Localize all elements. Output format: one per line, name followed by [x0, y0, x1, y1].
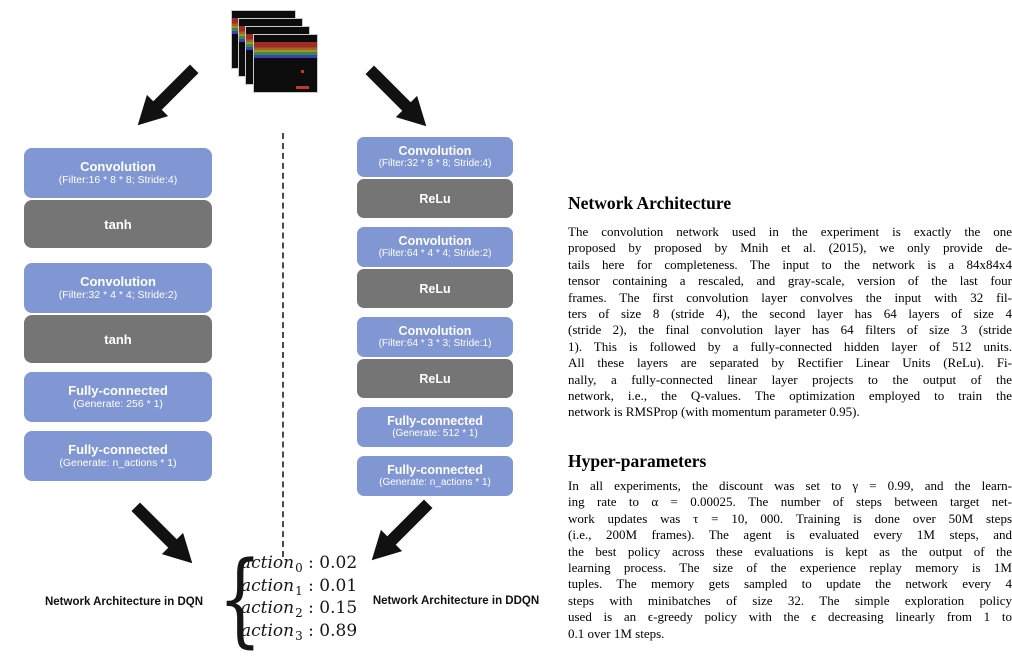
action-value: action1 : 0.01: [241, 576, 357, 599]
game-frame: [253, 34, 318, 93]
layer-title: Convolution: [80, 274, 156, 289]
layer-detail: (Generate: n_actions * 1): [59, 457, 177, 469]
ball-icon: [300, 70, 304, 74]
arrow-dqn-to-output-icon: [125, 496, 203, 574]
dqn-column: Convolution (Filter:16 * 8 * 8; Stride:4…: [24, 148, 212, 481]
network-layer: ReLu: [357, 359, 513, 398]
action-index: 2: [295, 606, 303, 620]
layer-title: tanh: [104, 331, 132, 347]
paragraph: The convolution network used in the expe…: [568, 224, 1012, 421]
network-layer: Convolution (Filter:16 * 8 * 8; Stride:4…: [24, 148, 212, 198]
action-value: action2 : 0.15: [241, 598, 357, 621]
paragraph-line: All these layers are separated by Rectif…: [568, 355, 1012, 371]
network-layer: Convolution (Filter:32 * 4 * 4; Stride:2…: [24, 263, 212, 313]
network-layer: Convolution (Filter:32 * 8 * 8; Stride:4…: [357, 137, 513, 177]
paragraph-line: steps with minibatches of size 32. The s…: [568, 592, 1012, 608]
paragraph-line: frames. The first convolution layer conv…: [568, 289, 1012, 305]
action-value: action3 : 0.89: [241, 621, 357, 644]
layer-detail: (Filter:32 * 4 * 4; Stride:2): [58, 289, 178, 301]
layer-detail: (Filter:64 * 4 * 4; Stride:2): [378, 248, 492, 259]
action-label: action: [241, 620, 295, 641]
paragraph-line: In all experiments, the discount was set…: [568, 477, 1012, 493]
paragraph-line: 0.1 over 1M steps.: [568, 625, 665, 641]
paddle-icon: [296, 86, 309, 89]
paragraph-line: ing rate to α = 0.00025. The number of s…: [568, 494, 1012, 510]
network-layer: ReLu: [357, 179, 513, 218]
paragraph-line: (i.e., 200M frames). The agent is evalua…: [568, 527, 1012, 543]
paragraph-line: tensor containing a rescaled, and gray-s…: [568, 273, 1012, 289]
section-heading: Network Architecture: [568, 193, 732, 213]
paragraph-line: network, i.e., the Q-values. The optimiz…: [568, 388, 1012, 404]
network-layer: Fully-connected (Generate: 512 * 1): [357, 407, 513, 447]
action-values-list: action0 : 0.02 action1 : 0.01 action2 : …: [241, 553, 357, 643]
arrow-input-to-ddqn-icon: [359, 59, 437, 137]
paragraph-line: 1). This is followed by a fully-connecte…: [568, 338, 1012, 354]
layer-detail: (Generate: n_actions * 1): [379, 477, 491, 488]
network-layer: tanh: [24, 315, 212, 363]
section-hyper-parameters: Hyper-parameters In all experiments, the…: [568, 451, 1012, 642]
action-index: 0: [295, 561, 303, 575]
action-value: action0 : 0.02: [241, 553, 357, 576]
ddqn-column: Convolution (Filter:32 * 8 * 8; Stride:4…: [357, 137, 513, 496]
paragraph-line: learning process. The size of the experi…: [568, 559, 1012, 575]
layer-title: Fully-connected: [387, 463, 483, 477]
action-q-value: : 0.15: [302, 598, 358, 618]
action-index: 3: [295, 628, 303, 643]
paragraph-line: proposed by proposed by Mnih et al. (201…: [568, 240, 1012, 256]
dqn-caption: Network Architecture in DQN: [44, 596, 204, 608]
paragraph-line: nally, a fully-connected linear layer pr…: [568, 371, 1012, 387]
paragraph: In all experiments, the discount was set…: [568, 478, 1012, 642]
layer-title: ReLu: [419, 371, 451, 386]
layer-title: Fully-connected: [68, 383, 168, 398]
article: Network Architecture The convolution net…: [568, 193, 1012, 642]
layer-title: tanh: [104, 216, 132, 232]
output-brace: {: [218, 539, 262, 659]
paragraph-line: used is an ϵ-greedy policy with the ϵ de…: [568, 609, 1012, 625]
paragraph-line: tuples. The memory gets sampled to updat…: [568, 576, 1012, 592]
layer-detail: (Filter:64 * 3 * 3; Stride:1): [378, 338, 492, 349]
action-label: action: [241, 598, 295, 618]
layer-title: ReLu: [419, 281, 451, 296]
layer-title: Fully-connected: [387, 414, 483, 428]
network-layer: Fully-connected (Generate: 256 * 1): [24, 372, 212, 422]
network-layer: Fully-connected (Generate: n_actions * 1…: [24, 431, 212, 481]
layer-title: Convolution: [398, 234, 472, 248]
network-layer: Convolution (Filter:64 * 3 * 3; Stride:1…: [357, 317, 513, 357]
network-layer: tanh: [24, 200, 212, 248]
layer-detail: (Generate: 256 * 1): [73, 398, 163, 410]
action-label: action: [241, 553, 295, 573]
paragraph-line: the best policy across these evaluations…: [568, 543, 1012, 559]
layer-detail: (Generate: 512 * 1): [392, 428, 478, 439]
section-network-architecture: Network Architecture The convolution net…: [568, 193, 1012, 421]
layer-title: Fully-connected: [68, 442, 168, 457]
brick-rows: [254, 41, 317, 58]
paragraph-line: network is RMSProp (with momentum parame…: [568, 404, 860, 420]
layer-title: Convolution: [80, 159, 156, 174]
dashed-divider-line: [282, 133, 284, 557]
layer-detail: (Filter:16 * 8 * 8; Stride:4): [58, 174, 178, 186]
layer-title: Convolution: [398, 324, 472, 338]
arrow-input-to-dqn-icon: [127, 58, 205, 136]
paragraph-line: ters of size 8 (stride 4), the second la…: [568, 306, 1012, 322]
action-label: action: [241, 575, 295, 596]
layer-detail: (Filter:32 * 8 * 8; Stride:4): [378, 158, 492, 169]
paragraph-line: (stride 2), the final convolution layer …: [568, 322, 1012, 338]
action-q-value: : 0.01: [302, 575, 358, 596]
layer-title: ReLu: [419, 191, 451, 206]
network-layer: ReLu: [357, 269, 513, 308]
action-q-value: : 0.89: [302, 620, 358, 641]
action-index: 1: [295, 583, 303, 598]
network-layer: Convolution (Filter:64 * 4 * 4; Stride:2…: [357, 227, 513, 267]
section-heading: Hyper-parameters: [568, 450, 707, 471]
network-layer: Fully-connected (Generate: n_actions * 1…: [357, 456, 513, 496]
arrow-ddqn-to-output-icon: [361, 493, 439, 571]
paragraph-line: work updates was τ = 10, 000. Training i…: [568, 510, 1012, 526]
action-q-value: : 0.02: [302, 553, 358, 573]
paragraph-line: The convolution network used in the expe…: [568, 224, 1012, 239]
layer-title: Convolution: [398, 144, 472, 158]
ddqn-caption: Network Architecture in DDQN: [372, 595, 540, 607]
paragraph-line: tails here for completeness. The input t…: [568, 256, 1012, 272]
